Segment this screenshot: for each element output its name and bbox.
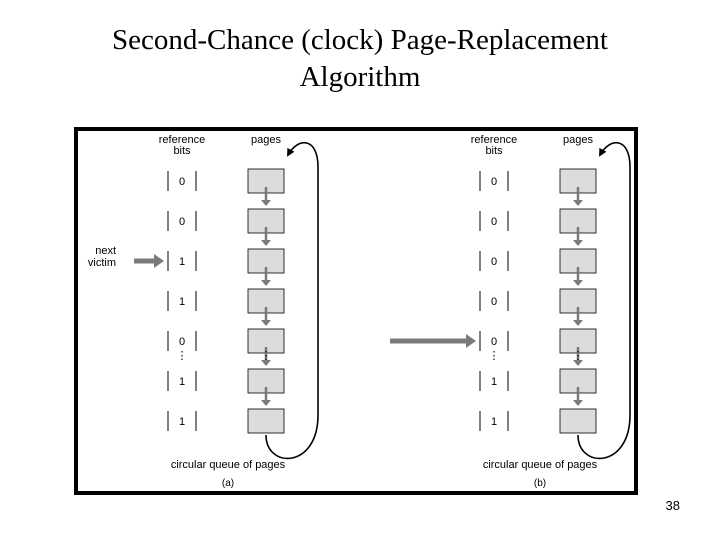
panel-a-reference-bit: 1 bbox=[179, 296, 185, 308]
panel-a-reference-bit: 0 bbox=[179, 336, 185, 348]
panel-a-page-frame bbox=[247, 408, 285, 434]
panel-a-reference-bit: 1 bbox=[179, 416, 185, 428]
title-line-1: Second-Chance (clock) Page-Replacement bbox=[111, 24, 608, 56]
panel-b-link-arrow-head bbox=[573, 320, 583, 326]
panel-b-circular-link bbox=[577, 141, 631, 460]
panel-b-reference-bit: 0 bbox=[491, 176, 497, 188]
panel-a-header-pages: pages bbox=[251, 134, 281, 146]
panel-a-link-arrow-head bbox=[261, 320, 271, 326]
panel-b-header-bits-line2: bits bbox=[485, 145, 503, 157]
panel-a-reference-bit: 0 bbox=[179, 176, 185, 188]
panel-a-link-arrow-head bbox=[261, 240, 271, 246]
panel-b-link-arrow-head bbox=[573, 240, 583, 246]
slide-title: Second-Chance (clock) Page-Replacement A… bbox=[0, 22, 720, 96]
panel-a-circular-link bbox=[265, 141, 319, 460]
panel-b-pointer-arrow-head bbox=[466, 334, 476, 348]
panel-a-sublabel: (a) bbox=[222, 478, 234, 489]
panel-b-link-arrow-head bbox=[573, 400, 583, 406]
panel-b-link-arrow-head bbox=[573, 360, 583, 366]
slide-number: 38 bbox=[665, 498, 680, 513]
panel-b-reference-bit: 1 bbox=[491, 376, 497, 388]
panel-b-reference-bit: 0 bbox=[491, 216, 497, 228]
panel-a-header-bits-line1: reference bbox=[159, 134, 205, 146]
panel-a-header-bits-line2: bits bbox=[173, 145, 191, 157]
panel-a-reference-bit: 1 bbox=[179, 256, 185, 268]
panel-a-bits-ellipsis: ⋮ bbox=[177, 350, 188, 362]
panel-b-link-arrow-head bbox=[573, 280, 583, 286]
panel-b-page-frame bbox=[559, 328, 597, 354]
panel-b-page-frame bbox=[559, 408, 597, 434]
panel-b-bits-ellipsis: ⋮ bbox=[489, 350, 500, 362]
panel-a-reference-bit: 0 bbox=[179, 216, 185, 228]
panel-b-reference-bit: 0 bbox=[491, 336, 497, 348]
panel-b-header-bits-line1: reference bbox=[471, 134, 517, 146]
panel-a-reference-bit: 1 bbox=[179, 376, 185, 388]
panel-b-header-pages: pages bbox=[563, 134, 593, 146]
panel-b-caption: circular queue of pages bbox=[483, 459, 598, 471]
panel-a-link-arrow-head bbox=[261, 280, 271, 286]
next-victim-label-line-2: victim bbox=[87, 257, 116, 269]
next-victim-label-line-1: next bbox=[95, 245, 116, 257]
panel-a-link-arrow-head bbox=[261, 360, 271, 366]
panel-b-sublabel: (b) bbox=[534, 478, 546, 489]
title-line-2: Algorithm bbox=[299, 61, 421, 93]
panel-a-link-arrow-head bbox=[261, 200, 271, 206]
panel-b-pages-ellipsis: ⋮ bbox=[573, 350, 584, 362]
panel-a-pointer-arrow-head bbox=[154, 254, 164, 268]
panel-a-pages-ellipsis: ⋮ bbox=[261, 350, 272, 362]
panel-a-caption: circular queue of pages bbox=[171, 459, 286, 471]
panel-b-reference-bit: 0 bbox=[491, 296, 497, 308]
panel-b-link-arrow-head bbox=[573, 200, 583, 206]
panel-a-link-arrow-head bbox=[261, 400, 271, 406]
panel-b-reference-bit: 1 bbox=[491, 416, 497, 428]
panel-b-reference-bit: 0 bbox=[491, 256, 497, 268]
